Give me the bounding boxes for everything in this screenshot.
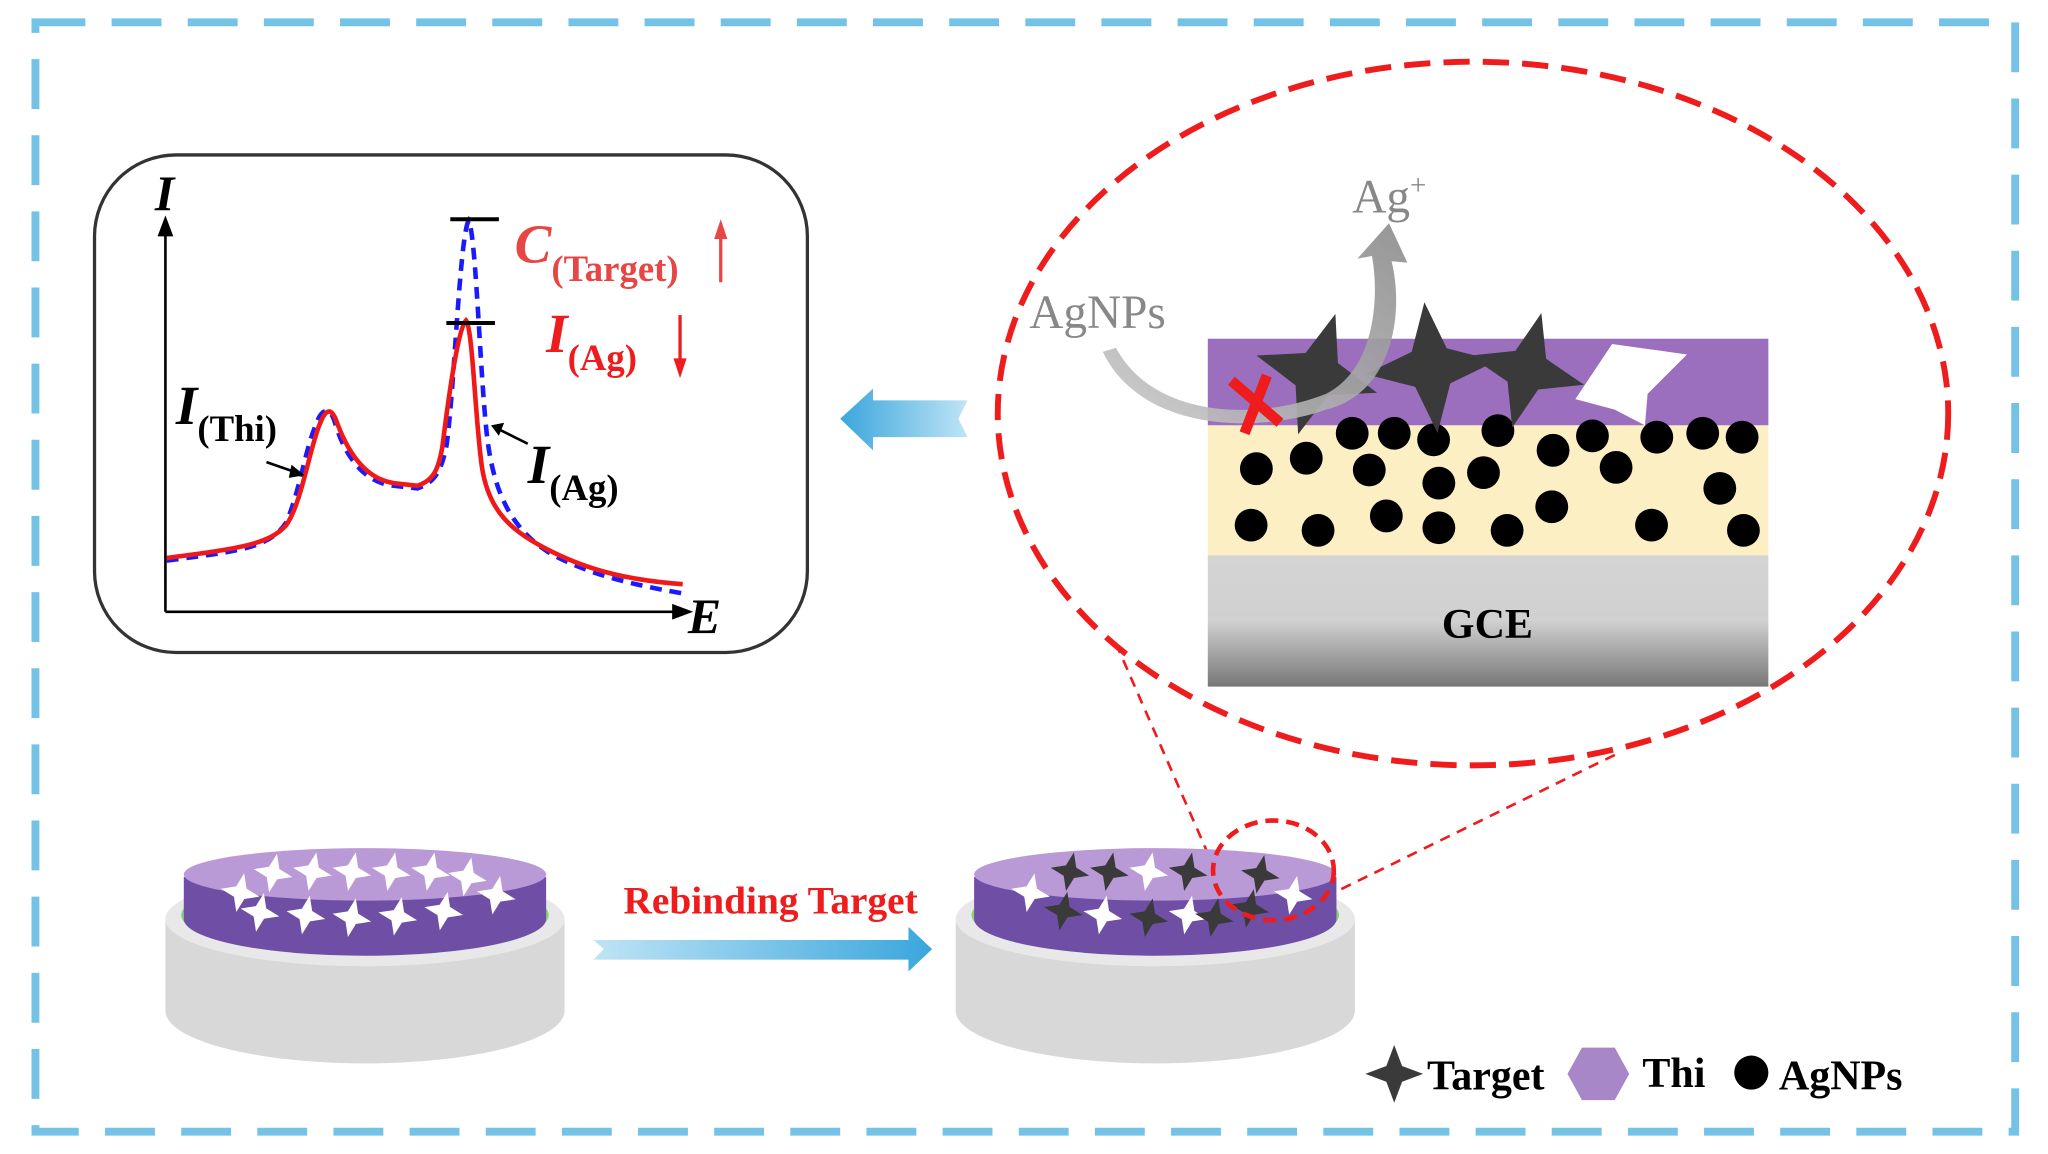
target-star	[1241, 855, 1280, 894]
ag-ion-label: Ag+	[1352, 169, 1426, 223]
zoom-source-circle	[1210, 818, 1337, 923]
target-star	[1168, 852, 1208, 892]
agnp-particle	[1422, 511, 1456, 545]
four-point-star-icon	[1365, 1045, 1424, 1103]
ag-pointer-arrowhead-icon	[490, 422, 505, 436]
target-concentration-label: C(Target)	[515, 214, 679, 289]
zoom-outline	[994, 58, 1952, 769]
cavity-star	[1168, 895, 1208, 935]
agnp-particle	[1352, 453, 1386, 487]
legend-label-agnps: AgNPs	[1779, 1054, 1903, 1100]
target-molecules	[1256, 302, 1585, 435]
ag-current-change-label: I(Ag)	[545, 303, 637, 378]
agnp-particle	[1335, 416, 1369, 450]
agnp-particle	[1234, 508, 1268, 542]
agnp-particle	[1536, 433, 1570, 467]
target-star	[1090, 852, 1129, 892]
thi-peak-label: I(Thi)	[175, 375, 277, 449]
agnp-particle	[1640, 420, 1674, 454]
cavity-star	[448, 857, 487, 897]
cavity-star	[1011, 873, 1050, 913]
thi-pointer-arrowhead-icon	[288, 464, 305, 478]
cavity-star	[220, 873, 260, 913]
rebinding-target-label: Rebinding Target	[623, 879, 917, 923]
agnp-particle	[1417, 423, 1451, 457]
rebinding-arrow-icon	[593, 926, 933, 972]
agnp-particle	[1422, 466, 1456, 500]
cavity-star	[332, 852, 372, 892]
agnp-particle	[1377, 416, 1411, 450]
agnp-particle	[1239, 452, 1273, 486]
agnp-particle	[1289, 441, 1323, 475]
electrode-before	[165, 848, 565, 1064]
increase-arrowhead-icon	[714, 219, 728, 239]
target-star	[1469, 312, 1585, 428]
x-axis-label: E	[687, 589, 721, 644]
agnps-label: AgNPs	[1029, 287, 1166, 339]
decrease-arrowhead-icon	[673, 358, 687, 379]
gce-layer	[1207, 555, 1769, 687]
cavity-star	[1273, 876, 1313, 915]
target-star	[1256, 313, 1378, 435]
target-star	[1195, 898, 1234, 937]
legend-label-thi: Thi	[1642, 1051, 1705, 1097]
blue-dashed-curve	[166, 215, 684, 596]
blocked-cross-icon	[1227, 373, 1284, 436]
agnp-particle	[1481, 414, 1515, 448]
target-star	[1129, 898, 1169, 937]
target-star	[1044, 891, 1083, 931]
legend: Target Thi AgNPs	[1365, 1045, 1903, 1103]
agnp-particle	[1725, 420, 1759, 454]
agnp-particle	[1599, 450, 1633, 484]
cavity-star	[378, 897, 418, 936]
agnp-particle	[1467, 456, 1500, 490]
voltammogram-panel: I E C(Target) I(Ag) I(Thi) I(Ag)	[92, 153, 810, 655]
circle-icon	[1734, 1055, 1769, 1090]
cavity-star	[240, 893, 280, 932]
cavity-star	[253, 853, 293, 893]
target-star	[1230, 889, 1270, 928]
target-star	[1050, 852, 1090, 892]
gce-label: GCE	[1442, 602, 1533, 648]
red-solid-curve	[166, 316, 683, 587]
outer-dashed-frame	[31, 18, 2020, 1136]
electrode-after	[955, 848, 1355, 1064]
agnp-particle	[1301, 513, 1335, 547]
x-axis-arrow-icon	[672, 603, 694, 620]
agnp-particle	[1703, 471, 1737, 505]
cavity-star	[286, 895, 326, 935]
agnp-particle	[1576, 419, 1609, 453]
cavity-star	[293, 852, 332, 892]
cavity-star	[332, 898, 372, 937]
zoom-guide-line	[1114, 642, 1209, 854]
y-axis-arrow-icon	[157, 215, 174, 237]
target-star	[1365, 302, 1497, 433]
zoomed-electrode-view: GCE AgNPs Ag+	[994, 58, 1952, 897]
ag-pointer-arrow	[498, 428, 529, 445]
result-arrow-icon	[840, 388, 968, 451]
agnp-particle	[1727, 513, 1760, 547]
agnps-to-ag-ion-arrow	[1102, 223, 1408, 424]
agnp-particle	[1490, 513, 1524, 547]
zoom-guide-line	[1327, 753, 1616, 897]
cavity-star	[411, 852, 450, 892]
cavity-star	[424, 891, 464, 931]
cavity-star	[1129, 852, 1169, 892]
agnps-particles	[1234, 414, 1760, 547]
agnp-particle	[1635, 508, 1668, 542]
cavity-star	[371, 852, 411, 892]
ag-peak-label: I(Ag)	[527, 434, 619, 508]
agnp-particle	[1686, 416, 1720, 450]
legend-label-target: Target	[1427, 1054, 1544, 1100]
hexagon-icon	[1567, 1047, 1630, 1101]
cavity-imprint	[1575, 343, 1687, 426]
cavity-star	[476, 876, 516, 915]
agnp-particle	[1535, 490, 1569, 524]
agnps-layer	[1207, 425, 1769, 556]
y-axis-label: I	[154, 166, 176, 221]
cavity-star	[1083, 895, 1123, 935]
agnp-particle	[1369, 499, 1403, 533]
